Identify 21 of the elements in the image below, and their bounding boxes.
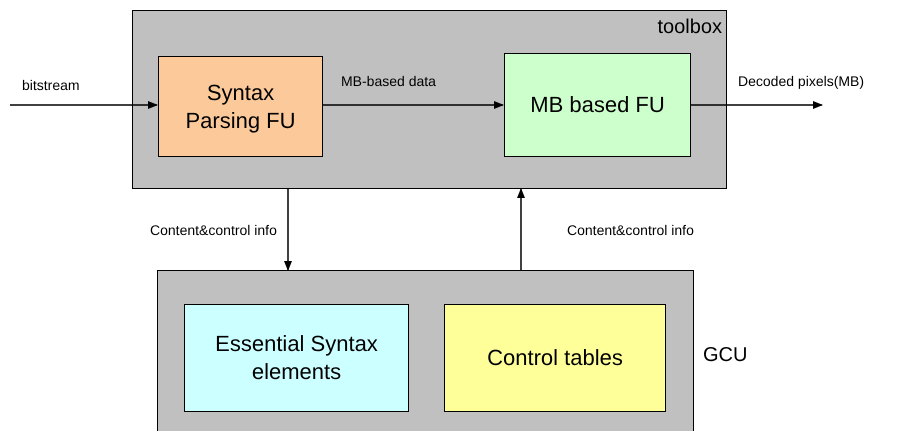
edge-label: Content&control info [567,221,694,239]
arrow [517,188,525,270]
box-label: MB based FU [530,91,665,119]
arrow [690,101,823,109]
edge-label: bitstream [22,76,80,94]
process-box [184,304,409,412]
group-title: toolbox [658,15,722,39]
edge-label: Content&control info [150,221,277,239]
arrow [322,101,504,109]
arrow [284,189,292,271]
group-title: GCU [703,343,748,367]
edge-label: MB-based data [341,72,436,90]
box-label: Syntax Parsing FU [184,78,297,134]
process-box [158,56,323,157]
process-box [504,53,691,157]
group-box [132,10,727,189]
process-box [444,304,666,412]
box-label: Control tables [487,344,623,372]
box-label: Essential Syntax elements [214,330,379,386]
arrow [10,101,158,109]
edge-label: Decoded pixels(MB) [738,72,864,90]
